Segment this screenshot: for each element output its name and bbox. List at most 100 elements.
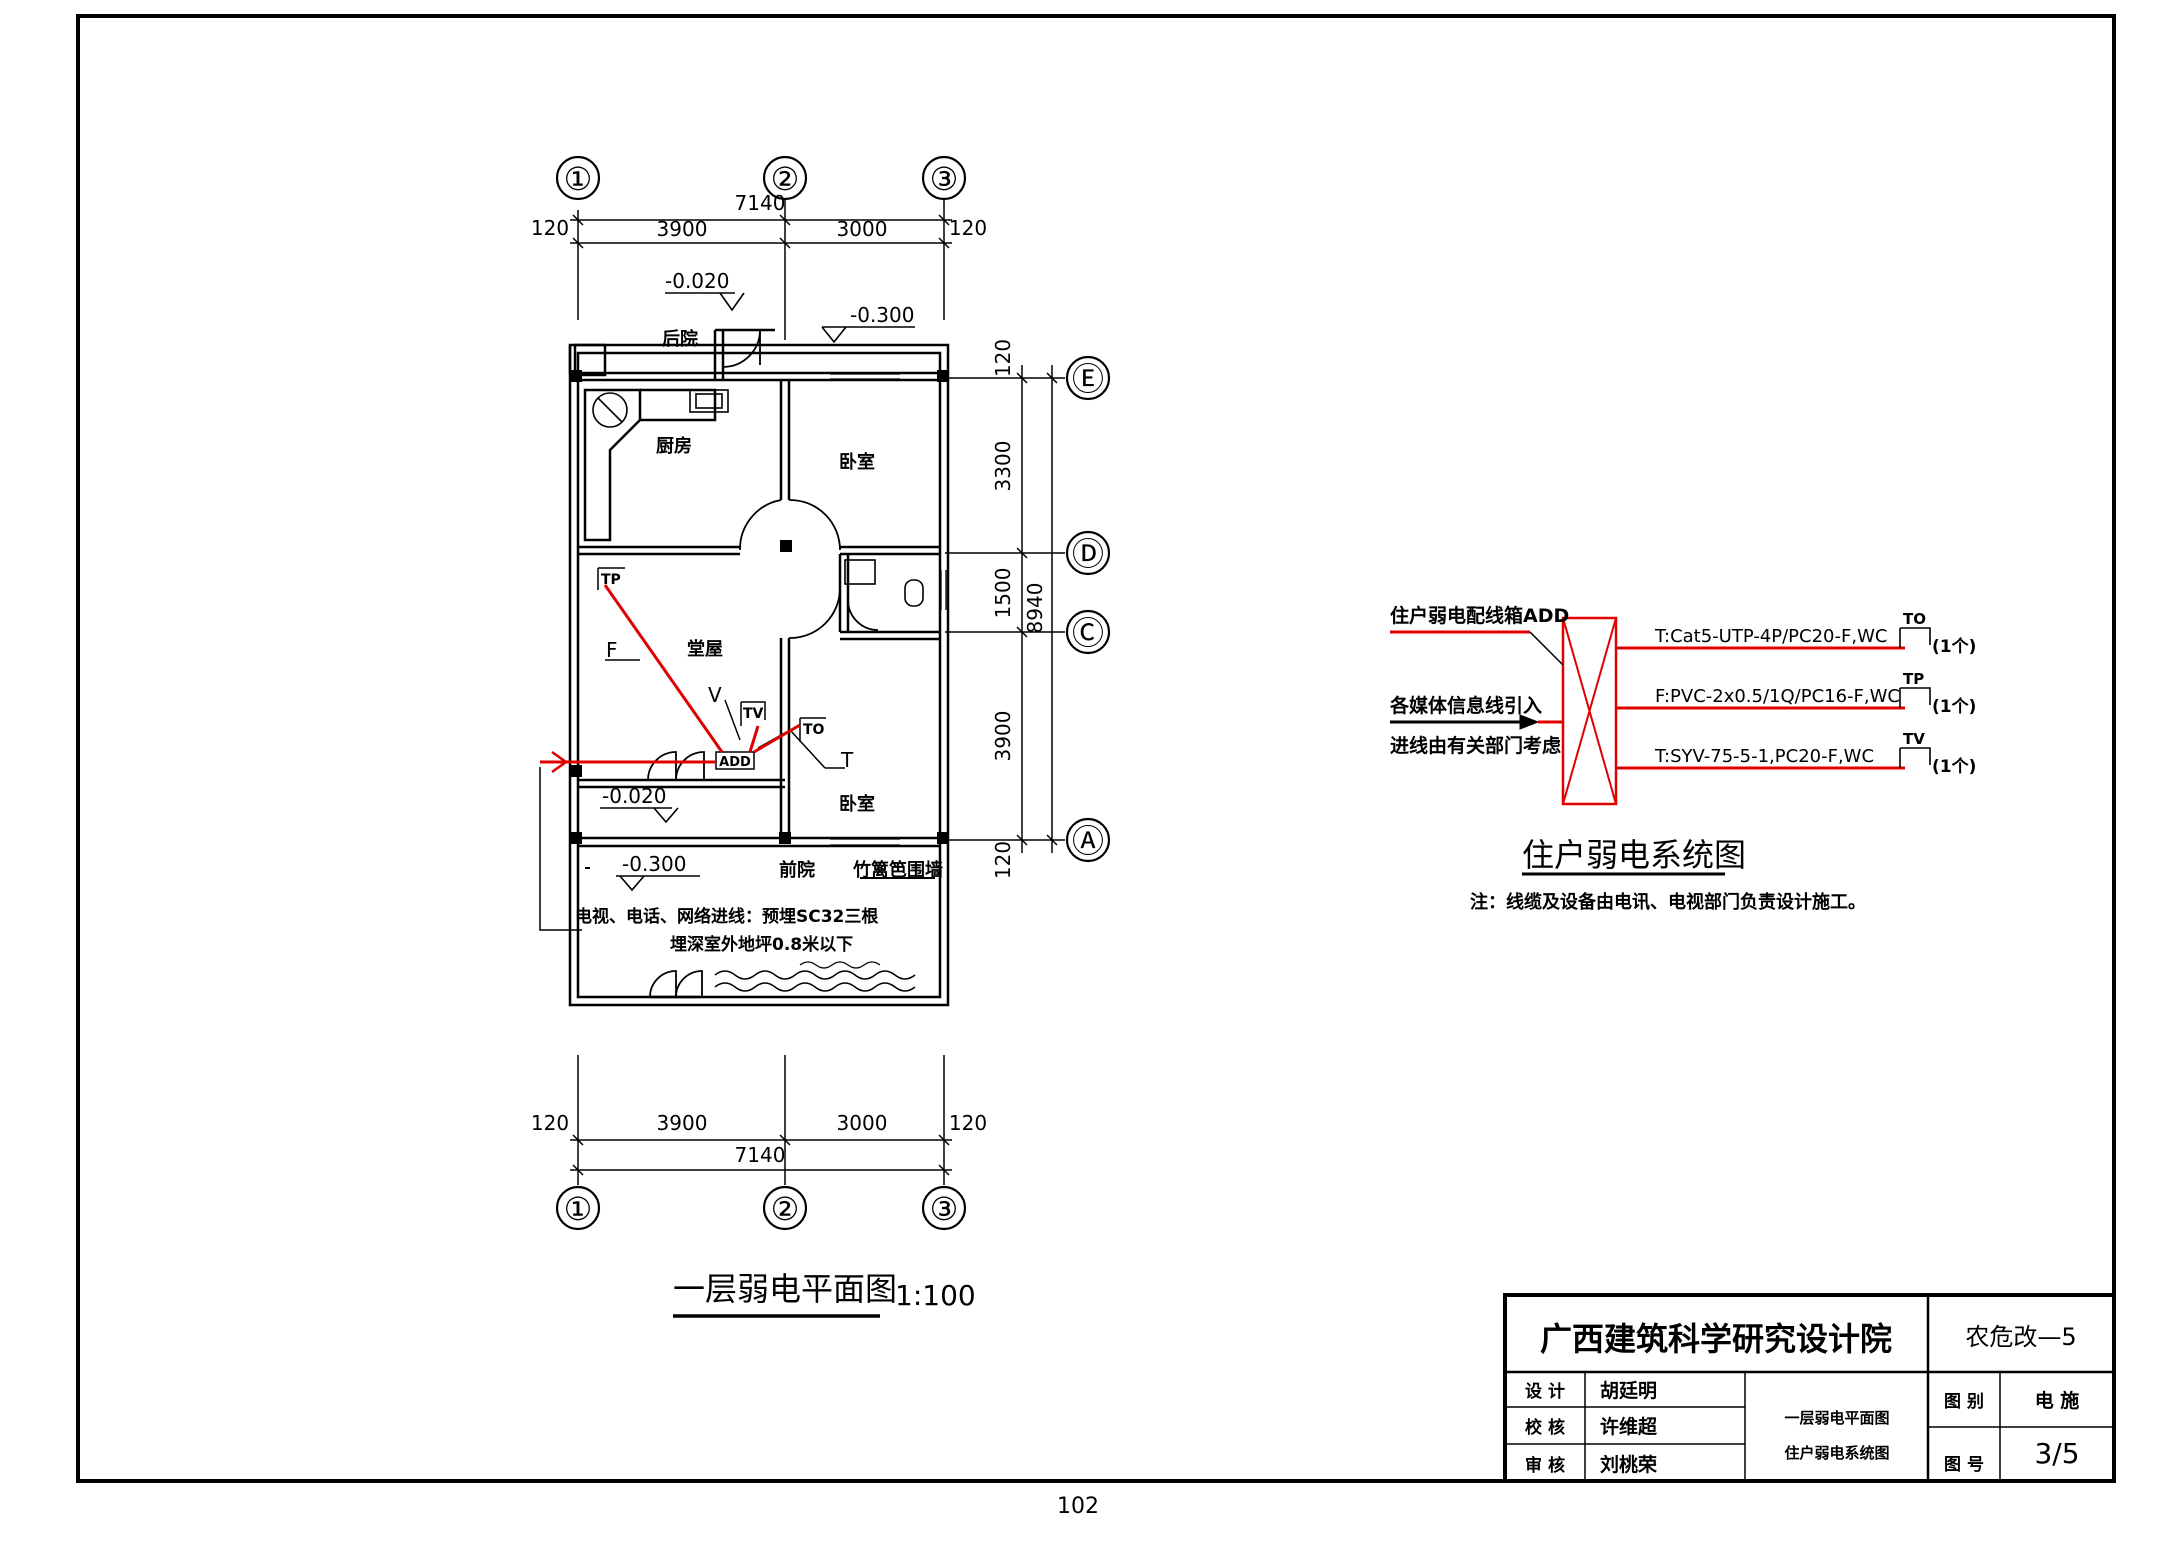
dim-top-part-4: 120 (949, 216, 987, 240)
category-label: 图 别 (1944, 1392, 1984, 1412)
sink-icon (689, 389, 729, 413)
dim-bottom-part-1: 120 (531, 1111, 569, 1135)
axis-label-3-top: ③ (930, 160, 959, 198)
axis-label-2-bottom: ② (771, 1190, 800, 1228)
dim-right-part-4: 3900 (991, 711, 1015, 762)
role-check: 校 核 (1525, 1417, 1565, 1438)
room-backyard: 后院 (662, 328, 698, 350)
cable-spec-3: T:SYV-75-5-1,PC20-F,WC (1654, 746, 1874, 767)
weak-current-wiring (540, 584, 801, 774)
system-note: 注：线缆及设备由电讯、电视部门负责设计施工。 (1470, 891, 1866, 913)
dim-top-total: 7140 (735, 191, 786, 215)
plan-texts: ① ② ③ ① ② ③ Ⓔ Ⓓ Ⓒ Ⓐ 7140 120 3900 3000 1… (531, 160, 1104, 1312)
room-hall: 堂屋 (687, 638, 723, 660)
axis-label-2-top: ② (771, 160, 800, 198)
title-block (1503, 1293, 2116, 1483)
axis-bubble-1-bottom (555, 1185, 601, 1231)
outlet-label-1: TO (1903, 610, 1926, 628)
level-backyard-step: -0.020 (665, 269, 729, 293)
outlet-label-3: TV (1903, 730, 1925, 748)
title-block-texts: 广西建筑科学研究设计院 农危改—5 设 计 校 核 审 核 胡廷明 许维超 刘桃… (1525, 1320, 2079, 1476)
conduit-note-line2: 埋深室外地坪0.8米以下 (670, 934, 853, 955)
outlet-qty-1: (1个) (1932, 636, 1976, 657)
drawing-name-2: 住户弱电系统图 (1784, 1444, 1889, 1462)
outlet-label-2: TP (1903, 670, 1924, 688)
tp-outlet-symbol (597, 567, 625, 590)
drawing-name-1: 一层弱电平面图 (1784, 1409, 1889, 1427)
to-outlet-symbol (799, 717, 826, 742)
axis-label-C: Ⓒ (1072, 614, 1104, 652)
add-label: 住户弱电配线箱ADD (1390, 604, 1569, 627)
dimension-right (945, 365, 1065, 853)
dim-top-part-1: 120 (531, 216, 569, 240)
incoming-arrow-icon (1519, 714, 1540, 730)
label-to: TO (803, 722, 825, 738)
axis-label-E: Ⓔ (1072, 360, 1104, 398)
tv-outlet-icon (1899, 747, 1931, 768)
label-tp: TP (601, 572, 621, 588)
sheet-border (76, 14, 2116, 1483)
system-title: 住户弱电系统图 (1522, 836, 1746, 874)
dim-right-total: 8940 (1023, 583, 1047, 634)
name-check: 许维超 (1600, 1415, 1658, 1438)
outlet-qty-2: (1个) (1932, 696, 1976, 717)
cable-spec-1: T:Cat5-UTP-4P/PC20-F,WC (1654, 626, 1887, 647)
conduit-note-line1: 电视、电话、网络进线：预埋SC32三根 (575, 906, 878, 927)
doors (647, 329, 879, 998)
axis-label-3-bottom: ③ (930, 1190, 959, 1228)
dim-bottom-total: 7140 (735, 1143, 786, 1167)
add-box-symbol (1561, 616, 1618, 806)
room-bedroom-top: 卧室 (839, 451, 875, 473)
axis-bubble-3-bottom (921, 1185, 967, 1231)
axis-bubble-C (1065, 609, 1111, 655)
fixtures (592, 389, 924, 607)
axis-label-D: Ⓓ (1072, 535, 1104, 573)
label-tv: TV (743, 706, 764, 722)
name-design: 胡廷明 (1600, 1380, 1657, 1402)
system-texts: 住户弱电配线箱ADD 各媒体信息线引入 进线由有关部门考虑 T:Cat5-UTP… (1389, 604, 1976, 913)
bamboo-fence (714, 970, 916, 980)
cable-spec-2: F:PVC-2x0.5/1Q/PC16-F,WC (1655, 686, 1900, 707)
room-kitchen: 厨房 (656, 435, 692, 457)
dim-top-part-2: 3900 (657, 217, 708, 241)
name-review: 刘桃荣 (1600, 1453, 1657, 1476)
incoming-arrow-icon (551, 750, 569, 774)
data-cable (753, 723, 801, 754)
toilet-icon (904, 579, 924, 607)
level-front: -0.300 (622, 852, 686, 876)
axis-label-1-bottom: ① (564, 1190, 593, 1228)
system-diagram (1390, 616, 1931, 876)
plan-scale: 1:100 (895, 1279, 976, 1312)
role-design: 设 计 (1525, 1381, 1565, 1402)
dim-right-part-1: 120 (991, 339, 1015, 377)
institute-name: 广西建筑科学研究设计院 (1540, 1320, 1892, 1358)
level-backyard: -0.300 (850, 303, 914, 327)
incoming-label-1: 各媒体信息线引入 (1389, 694, 1542, 717)
level-front-step: -0.020 (602, 784, 666, 808)
dimension-bottom (570, 1055, 952, 1185)
room-bedroom-bottom: 卧室 (839, 793, 875, 815)
dim-bottom-part-3: 3000 (837, 1111, 888, 1135)
dim-bottom-part-4: 120 (949, 1111, 987, 1135)
category-value: 电 施 (2035, 1389, 2080, 1412)
axis-bubble-2-top (762, 155, 808, 201)
axis-bubble-E (1065, 355, 1111, 401)
dim-right-part-5: 120 (991, 841, 1015, 879)
dim-top-part-3: 3000 (837, 217, 888, 241)
label-t: T (840, 748, 854, 772)
plan-title: 一层弱电平面图 (673, 1270, 897, 1308)
walls (568, 328, 950, 1007)
number-label: 图 号 (1944, 1455, 1984, 1475)
label-add: ADD (719, 755, 751, 770)
axis-bubble-3-top (921, 155, 967, 201)
room-front-yard: 前院 (779, 859, 815, 881)
axis-bubble-D (1065, 530, 1111, 576)
dim-bottom-part-2: 3900 (657, 1111, 708, 1135)
axis-bubble-1-top (555, 155, 601, 201)
floor-plan (539, 155, 1111, 1231)
level-markers (600, 292, 915, 892)
to-outlet-icon (1899, 627, 1931, 648)
axis-bubble-A (1065, 817, 1111, 863)
tp-outlet-icon (1899, 687, 1931, 708)
dimension-top (570, 200, 952, 340)
